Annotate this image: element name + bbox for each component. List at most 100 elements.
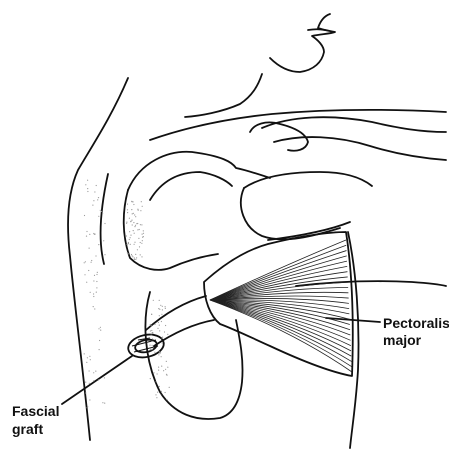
- stipple-dot: [98, 328, 99, 329]
- clavicle-lower: [274, 137, 446, 160]
- stipple-dot: [159, 309, 160, 310]
- back-contour-inner: [101, 174, 108, 264]
- stipple-dot: [99, 349, 100, 350]
- stipple-dot: [85, 392, 86, 393]
- stipple-dot: [94, 234, 95, 235]
- neck-line: [185, 74, 262, 117]
- stipple-dot: [154, 324, 155, 325]
- stipple-dot: [85, 382, 86, 383]
- stipple-dot: [152, 345, 153, 346]
- stipple-dot: [130, 237, 131, 238]
- stipple-dot: [158, 367, 159, 368]
- stipple-shading: [84, 180, 170, 409]
- stipple-dot: [139, 246, 140, 247]
- lip-line: [308, 29, 325, 30]
- stipple-dot: [156, 397, 157, 398]
- stipple-dot: [131, 201, 132, 202]
- stipple-dot: [142, 240, 143, 241]
- stipple-dot: [87, 180, 88, 181]
- humeral-head-top: [244, 172, 372, 188]
- stipple-dot: [84, 274, 85, 275]
- stipple-dot: [94, 308, 95, 309]
- scapula-inner-fold: [150, 172, 232, 200]
- stipple-dot: [93, 380, 94, 381]
- stipple-dot: [132, 256, 133, 257]
- stipple-dot: [87, 191, 88, 192]
- stipple-dot: [91, 260, 92, 261]
- stipple-dot: [159, 386, 160, 387]
- stipple-dot: [131, 254, 132, 255]
- stipple-dot: [127, 204, 128, 205]
- stipple-dot: [161, 391, 162, 392]
- stipple-dot: [93, 372, 94, 373]
- stipple-dot: [165, 392, 166, 393]
- stipple-dot: [132, 201, 133, 202]
- stipple-dot: [166, 361, 167, 362]
- stipple-dot: [104, 223, 105, 224]
- stipple-dot: [162, 306, 163, 307]
- stipple-dot: [139, 229, 140, 230]
- stipple-dot: [103, 240, 104, 241]
- stipple-dot: [140, 242, 141, 243]
- trapezius-line: [150, 110, 446, 140]
- stipple-dot: [154, 352, 155, 353]
- stipple-dot: [127, 244, 128, 245]
- stipple-dot: [159, 315, 160, 316]
- arm-flap-outline: [145, 292, 242, 419]
- stipple-dot: [89, 234, 90, 235]
- stipple-dot: [86, 282, 87, 283]
- stipple-dot: [159, 325, 160, 326]
- stipple-dot: [99, 340, 100, 341]
- stipple-dot: [135, 216, 136, 217]
- stipple-dot: [161, 366, 162, 367]
- stipple-dot: [134, 242, 135, 243]
- stipple-dot: [135, 259, 136, 260]
- stipple-dot: [137, 249, 138, 250]
- stipple-dot: [149, 345, 150, 346]
- stipple-dot: [96, 274, 97, 275]
- stipple-dot: [166, 399, 167, 400]
- stipple-dot: [104, 377, 105, 378]
- stipple-dot: [164, 331, 165, 332]
- back-contour: [68, 78, 128, 440]
- stipple-dot: [132, 255, 133, 256]
- stipple-dot: [159, 353, 160, 354]
- stipple-dot: [134, 214, 135, 215]
- stipple-dot: [130, 244, 131, 245]
- stipple-dot: [159, 300, 160, 301]
- stipple-dot: [157, 392, 158, 393]
- stipple-dot: [87, 357, 88, 358]
- stipple-dot: [159, 330, 160, 331]
- stipple-dot: [132, 213, 133, 214]
- stipple-dot: [157, 328, 158, 329]
- stipple-dot: [84, 353, 85, 354]
- stipple-dot: [142, 234, 143, 235]
- stipple-dot: [126, 235, 127, 236]
- stipple-dot: [100, 330, 101, 331]
- stipple-dot: [130, 235, 131, 236]
- fascial-leader-line: [62, 356, 132, 404]
- stipple-dot: [132, 224, 133, 225]
- stipple-dot: [151, 341, 152, 342]
- stipple-dot: [85, 184, 86, 185]
- stipple-dot: [137, 229, 138, 230]
- fascial-label-line2: graft: [12, 421, 43, 437]
- stipple-dot: [135, 225, 136, 226]
- stipple-dot: [87, 406, 88, 407]
- stipple-dot: [140, 224, 141, 225]
- stipple-dot: [89, 370, 90, 371]
- stipple-dot: [158, 308, 159, 309]
- stipple-dot: [89, 383, 90, 384]
- stipple-dot: [95, 255, 96, 256]
- stipple-dot: [160, 305, 161, 306]
- stipple-dot: [143, 230, 144, 231]
- chin-lips-outline: [270, 14, 335, 72]
- stipple-dot: [93, 200, 94, 201]
- stipple-dot: [134, 233, 135, 234]
- stipple-dot: [90, 359, 91, 360]
- stipple-dot: [95, 371, 96, 372]
- stipple-dot: [136, 223, 137, 224]
- stipple-dot: [86, 236, 87, 237]
- stipple-dot: [158, 354, 159, 355]
